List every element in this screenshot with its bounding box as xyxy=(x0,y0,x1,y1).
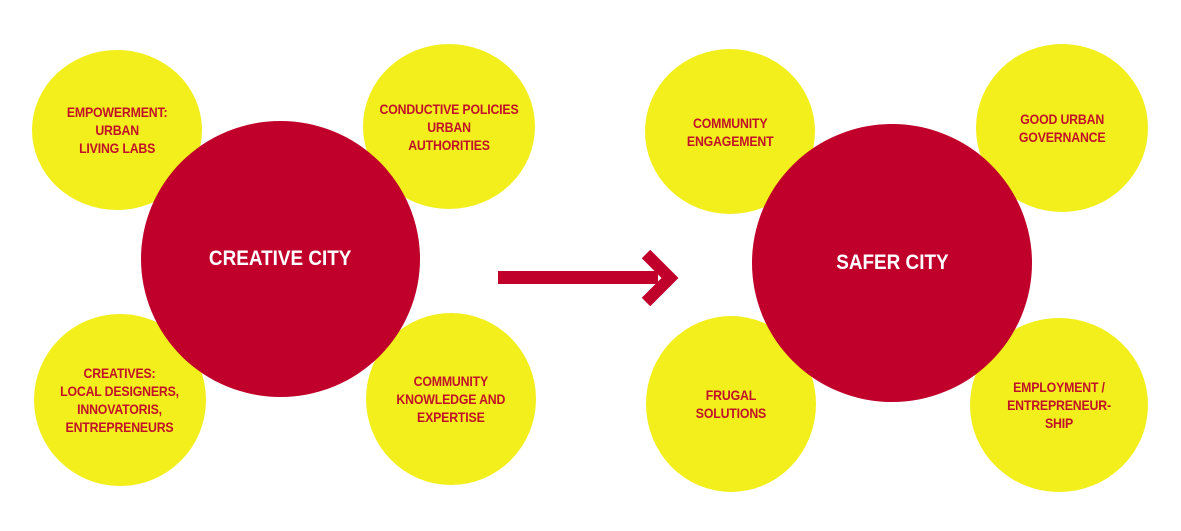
left-bottom-left-label: CREATIVES: LOCAL DESIGNERS, INNOVATORIS,… xyxy=(60,365,180,435)
left-top-left-label: EMPOWERMENT: URBAN LIVING LABS xyxy=(66,104,168,156)
right-bottom-right-label: EMPLOYMENT / ENTREPRENEUR- SHIP xyxy=(1007,379,1111,431)
safer-city-label: SAFER CITY xyxy=(835,251,949,274)
left-bottom-right-label: COMMUNITY KNOWLEDGE AND EXPERTISE xyxy=(396,373,506,425)
arrow-right-icon xyxy=(498,250,679,306)
left-bottom-right-node: COMMUNITY KNOWLEDGE AND EXPERTISE xyxy=(366,313,536,485)
safer-city-node: SAFER CITY xyxy=(752,124,1032,402)
right-bottom-left-label: FRUGAL SOLUTIONS xyxy=(695,387,767,421)
creative-city-label: CREATIVE CITY xyxy=(209,247,352,270)
left-top-right-node: CONDUCTIVE POLICIES URBAN AUTHORITIES xyxy=(363,44,535,209)
creative-city-node: CREATIVE CITY xyxy=(141,121,420,397)
right-top-left-label: COMMUNITY ENGAGEMENT xyxy=(686,114,774,149)
right-top-right-label: GOOD URBAN GOVERNANCE xyxy=(1018,111,1106,145)
left-top-left-node: EMPOWERMENT: URBAN LIVING LABS xyxy=(32,50,202,210)
left-top-right-label: CONDUCTIVE POLICIES URBAN AUTHORITIES xyxy=(379,100,519,153)
